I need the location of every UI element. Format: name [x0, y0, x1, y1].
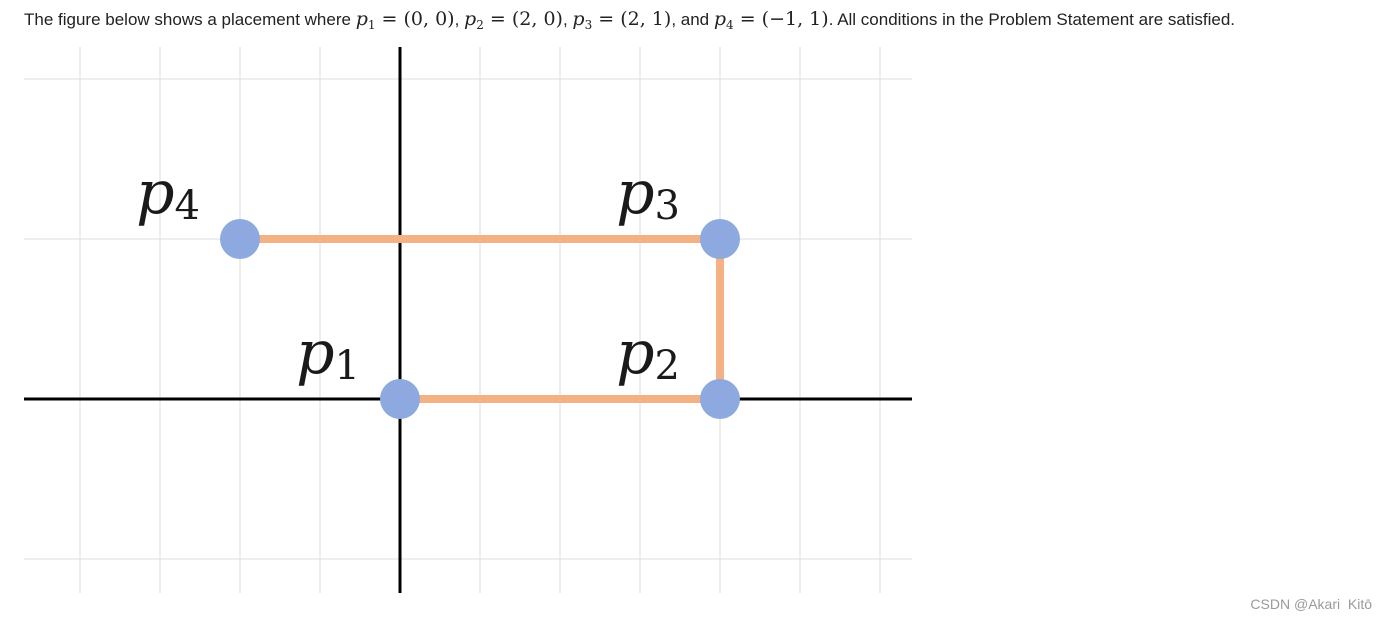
- point-labels: p1 p2 p3 p4: [136, 158, 680, 389]
- label-p1: p1: [296, 318, 360, 389]
- caption-p4-symbol: p4: [713, 8, 734, 32]
- point-p3: [700, 219, 740, 259]
- caption-p1-symbol: p1: [355, 8, 376, 32]
- label-p4: p4: [136, 158, 200, 229]
- label-p2: p2: [616, 318, 680, 389]
- axes: [24, 47, 912, 593]
- points: [220, 219, 740, 419]
- caption-intro: The figure below shows a placement where: [24, 10, 351, 29]
- caption-and: and: [680, 10, 710, 29]
- caption-p2-symbol: p2: [464, 8, 484, 32]
- watermark: CSDN @Akari Kitō: [1250, 596, 1372, 612]
- caption-p2-value: = (2, 0): [483, 8, 563, 30]
- caption-p1-value: = (0, 0): [375, 8, 455, 30]
- caption-p3-symbol: p3: [572, 8, 593, 32]
- caption-p3-value: = (2, 1): [592, 8, 672, 30]
- label-p3: p3: [616, 158, 680, 229]
- point-p2: [700, 379, 740, 419]
- point-p4: [220, 219, 260, 259]
- grid: [24, 47, 912, 593]
- edges: [240, 235, 724, 403]
- figure-caption: The figure below shows a placement where…: [24, 8, 1236, 32]
- point-p1: [380, 379, 420, 419]
- caption-p4-value: = (−1, 1): [733, 8, 829, 30]
- caption-outro: . All conditions in the Problem Statemen…: [828, 10, 1236, 29]
